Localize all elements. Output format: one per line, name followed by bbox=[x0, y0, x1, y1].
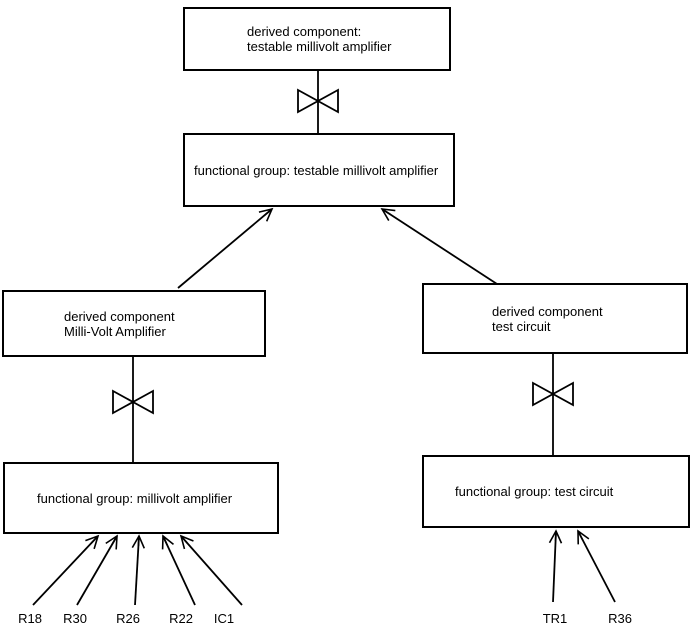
arrow-right-derived-to-fg-testable bbox=[380, 208, 498, 285]
component-label-tr1: TR1 bbox=[542, 611, 568, 626]
node-label-line: functional group: millivolt amplifier bbox=[37, 490, 233, 506]
arrow-r22 bbox=[161, 534, 196, 606]
arrow-r30 bbox=[76, 534, 118, 606]
component-label-r30: R30 bbox=[63, 611, 87, 626]
node-label-line: functional group: testable millivolt amp… bbox=[194, 162, 439, 178]
arrow-r36 bbox=[577, 529, 616, 603]
arrow-left-derived-to-fg-testable bbox=[177, 207, 274, 289]
node-functional-group-millivolt-amplifier: functional group: millivolt amplifier bbox=[3, 462, 279, 534]
arrow-ic1 bbox=[179, 534, 243, 606]
arrow-tr1 bbox=[548, 529, 563, 603]
component-label-r18: R18 bbox=[18, 611, 42, 626]
component-label-ic1: IC1 bbox=[213, 611, 235, 626]
bowtie-icon bbox=[297, 88, 339, 114]
node-label-line: testable millivolt amplifier bbox=[247, 39, 392, 54]
node-derived-testable-millivolt-amplifier: derived component: testable millivolt am… bbox=[183, 7, 451, 71]
node-label-line: derived component: bbox=[247, 24, 362, 39]
component-label-r26: R26 bbox=[116, 611, 140, 626]
node-label-line: functional group: test circuit bbox=[455, 484, 614, 499]
bowtie-icon bbox=[532, 381, 574, 407]
arrow-r26 bbox=[131, 534, 146, 606]
bowtie-icon bbox=[112, 389, 154, 415]
node-label-line: derived component bbox=[492, 303, 603, 319]
node-label-line: derived component bbox=[64, 308, 175, 324]
node-label-line: test circuit bbox=[492, 318, 551, 334]
component-label-r36: R36 bbox=[608, 611, 632, 626]
node-functional-group-testable-millivolt-amplifier: functional group: testable millivolt amp… bbox=[183, 133, 455, 207]
node-functional-group-test-circuit: functional group: test circuit bbox=[422, 455, 690, 528]
node-derived-test-circuit: derived component test circuit bbox=[422, 283, 688, 354]
node-label-line: Milli-Volt Amplifier bbox=[64, 323, 166, 339]
node-derived-milli-volt-amplifier: derived component Milli-Volt Amplifier bbox=[2, 290, 266, 357]
component-label-r22: R22 bbox=[169, 611, 193, 626]
arrow-r18 bbox=[32, 534, 100, 606]
